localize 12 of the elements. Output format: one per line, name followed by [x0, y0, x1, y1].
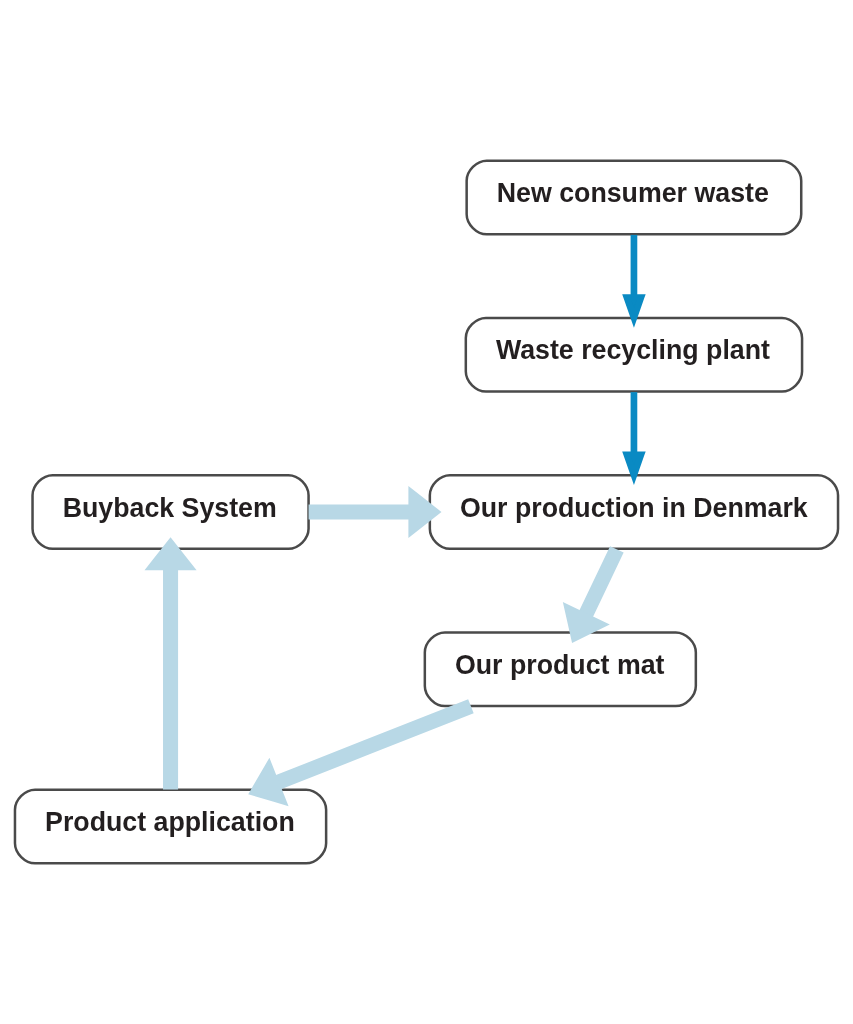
- arrow: [562, 546, 624, 644]
- node-box: New consumer waste: [465, 159, 803, 236]
- arrow: [248, 699, 474, 807]
- arrow: [622, 234, 646, 328]
- node-box: Buyback System: [31, 473, 310, 551]
- node-box: Our production in Denmark: [428, 473, 840, 551]
- node-box: Our product mat: [423, 631, 698, 708]
- arrow: [308, 485, 442, 539]
- node-box: Waste recycling plant: [464, 316, 804, 393]
- arrow: [622, 392, 646, 485]
- arrow: [144, 537, 197, 790]
- node-box: Product application: [13, 788, 328, 865]
